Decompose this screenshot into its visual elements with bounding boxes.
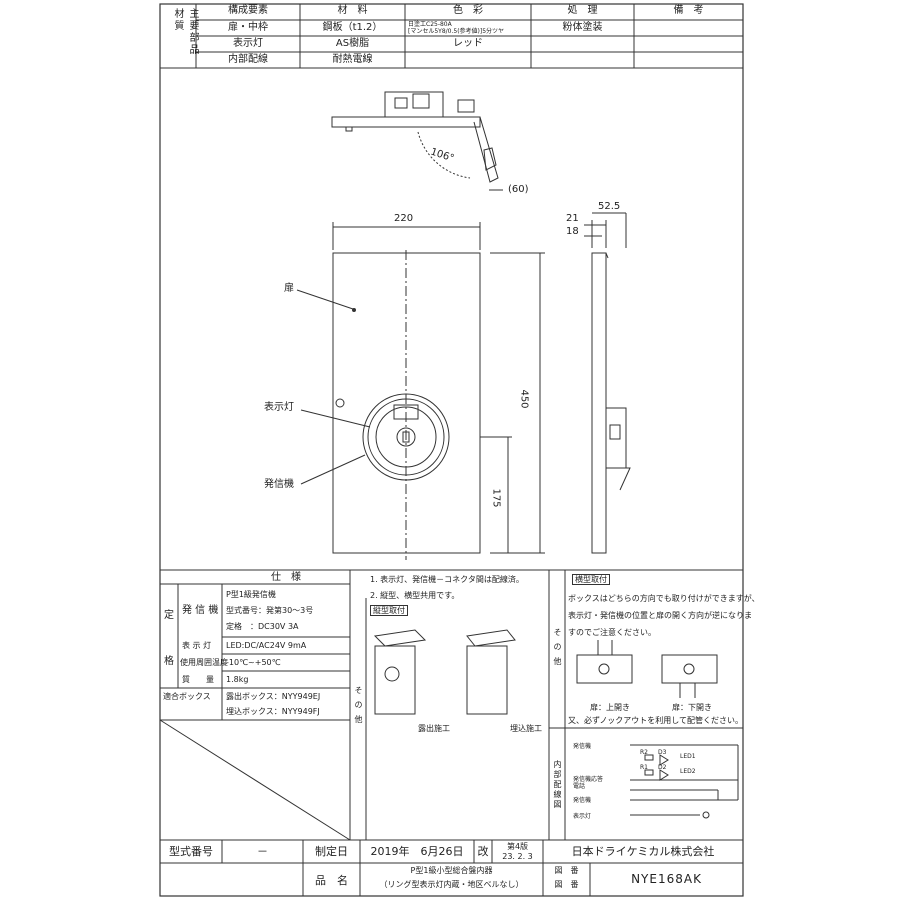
note-1: 1. 表示灯、発信機－コネクタ間は配線済。 bbox=[370, 575, 524, 584]
part-wiring: 内部配線 bbox=[228, 54, 268, 65]
spec-temp-value: -10℃~+50℃ bbox=[226, 658, 281, 667]
spec-transmitter-1: P型1級発信機 bbox=[226, 590, 276, 599]
rev-value-2: 23. 2. 3 bbox=[502, 852, 533, 861]
drawing-no-label-2: 図 番 bbox=[554, 880, 579, 889]
callout-lamp: 表示灯 bbox=[264, 402, 294, 413]
spec-transmitter-2: 型式番号：発第30～3号 bbox=[226, 606, 314, 615]
notes-side-label: そ の 他 bbox=[354, 686, 363, 726]
caption-embedded: 埋込施工 bbox=[510, 724, 542, 733]
name-label: 品 名 bbox=[315, 874, 348, 887]
horizontal-text-2: 表示灯・発信機の位置と扉の開く方向が逆になりま bbox=[568, 611, 752, 620]
spec-transmitter-label: 発 信 機 bbox=[182, 605, 219, 616]
wiring-led1: LED1 bbox=[680, 753, 696, 760]
name-line-1: P型1級小型総合盤内器 bbox=[410, 866, 493, 875]
header-note: 備 考 bbox=[673, 5, 704, 16]
horizontal-text-1: ボックスはどちらの方向でも取り付けができますが、 bbox=[568, 594, 760, 603]
wiring-r1: R1 bbox=[640, 764, 648, 771]
color-munsell: [マンセル5Y8/0.5(参考値)]5分ツヤ bbox=[408, 28, 505, 35]
dim-60: (60) bbox=[508, 184, 529, 195]
color-red: レッド bbox=[453, 38, 483, 49]
spec-mass-value: 1.8kg bbox=[226, 675, 249, 684]
material-steel: 鋼板（t1.2） bbox=[322, 22, 383, 33]
wiring-diagram bbox=[630, 744, 739, 819]
treatment-powder: 粉体塗装 bbox=[562, 22, 603, 33]
horizontal-title: 横型取付 bbox=[572, 574, 610, 585]
spec-lamp-label: 表 示 灯 bbox=[182, 641, 212, 650]
title-block-lines bbox=[160, 839, 743, 896]
horizontal-side-label: そ の 他 bbox=[553, 628, 562, 668]
spec-box-embedded: 埋込ボックス：NYY949FJ bbox=[226, 707, 320, 716]
wiring-d3: D3 bbox=[658, 749, 667, 756]
dim-52-5: 52.5 bbox=[598, 201, 621, 212]
wiring-side-label: 内部配線図 bbox=[553, 760, 562, 810]
caption-up: 扉：上開き bbox=[590, 703, 630, 712]
rev-value-1: 第4版 bbox=[506, 842, 529, 851]
materials-table-lines bbox=[160, 4, 743, 69]
spec-table-lines bbox=[159, 583, 351, 841]
model-value: － bbox=[257, 845, 268, 858]
horizontal-footnote: 又、必ずノックアウトを利用して配管ください。 bbox=[568, 716, 744, 725]
sheet-border bbox=[159, 3, 744, 897]
drawing-no-label-1: 図 番 bbox=[554, 866, 579, 875]
date-value: 2019年 6月26日 bbox=[370, 845, 464, 858]
spec-transmitter-3: 定格 ：DC30V 3A bbox=[226, 622, 299, 631]
spec-box-label: 適合ボックス bbox=[163, 692, 211, 701]
side-view bbox=[584, 212, 631, 554]
wiring-row-3: 発信機 bbox=[573, 797, 592, 804]
color-code: 日塗工C25-80A bbox=[408, 21, 452, 28]
part-lamp: 表示灯 bbox=[233, 38, 263, 49]
drawing-no-value: NYE168AK bbox=[631, 872, 702, 886]
part-door-frame: 扉・中枠 bbox=[228, 22, 268, 33]
name-line-2: （リング型表示灯内蔵・地区ベルなし） bbox=[379, 880, 524, 889]
header-material: 材 料 bbox=[337, 5, 368, 16]
spec-lamp-value: LED:DC/AC24V 9mA bbox=[226, 641, 307, 650]
caption-exposed: 露出施工 bbox=[418, 724, 450, 733]
wiring-r2: R2 bbox=[640, 749, 648, 756]
header-component: 構成要素 bbox=[228, 5, 268, 16]
spec-side-2: 格 bbox=[164, 656, 174, 667]
top-view bbox=[331, 91, 503, 191]
spec-side-1: 定 bbox=[164, 610, 174, 621]
caption-down: 扉：下開き bbox=[672, 703, 712, 712]
spec-temp-label: 使用周囲温度 bbox=[180, 658, 228, 667]
material-as-resin: AS樹脂 bbox=[335, 38, 370, 49]
date-label: 制定日 bbox=[315, 845, 348, 858]
model-label: 型式番号 bbox=[169, 845, 213, 858]
dim-450: 450 bbox=[518, 389, 530, 409]
horizontal-text-3: すのでご注意ください。 bbox=[568, 628, 656, 637]
dim-175: 175 bbox=[490, 488, 502, 508]
header-treatment: 処 理 bbox=[567, 5, 598, 16]
company-name: 日本ドライケミカル株式会社 bbox=[571, 845, 715, 858]
dim-21: 21 bbox=[566, 213, 579, 224]
dim-18: 18 bbox=[566, 226, 579, 237]
materials-side-label: 主要部品材質 bbox=[172, 8, 198, 56]
vertical-mount-sketches bbox=[373, 629, 516, 715]
callout-transmitter: 発信機 bbox=[264, 479, 294, 490]
vertical-mount-title: 縦型取付 bbox=[370, 605, 408, 616]
dim-220: 220 bbox=[394, 213, 414, 224]
note-2: 2. 縦型、横型共用です。 bbox=[370, 591, 460, 600]
front-view bbox=[296, 222, 545, 560]
wiring-d2: D2 bbox=[658, 764, 667, 771]
spec-title: 仕 様 bbox=[271, 572, 301, 583]
wiring-row-4: 表示灯 bbox=[573, 813, 592, 820]
spec-mass-label: 質 量 bbox=[182, 675, 214, 684]
header-color: 色 彩 bbox=[453, 5, 483, 16]
rev-label: 改 bbox=[477, 845, 489, 858]
callout-door: 扉 bbox=[284, 283, 294, 294]
spec-box-exposed: 露出ボックス：NYY949EJ bbox=[226, 692, 321, 701]
wiring-led2: LED2 bbox=[680, 768, 696, 775]
material-heat-wire: 耐熱電線 bbox=[332, 54, 373, 65]
wiring-row-2: 発信機応答 電話 bbox=[573, 776, 604, 790]
horizontal-mount-sketches bbox=[576, 640, 718, 698]
wiring-row-1: 発信機 bbox=[573, 743, 592, 750]
